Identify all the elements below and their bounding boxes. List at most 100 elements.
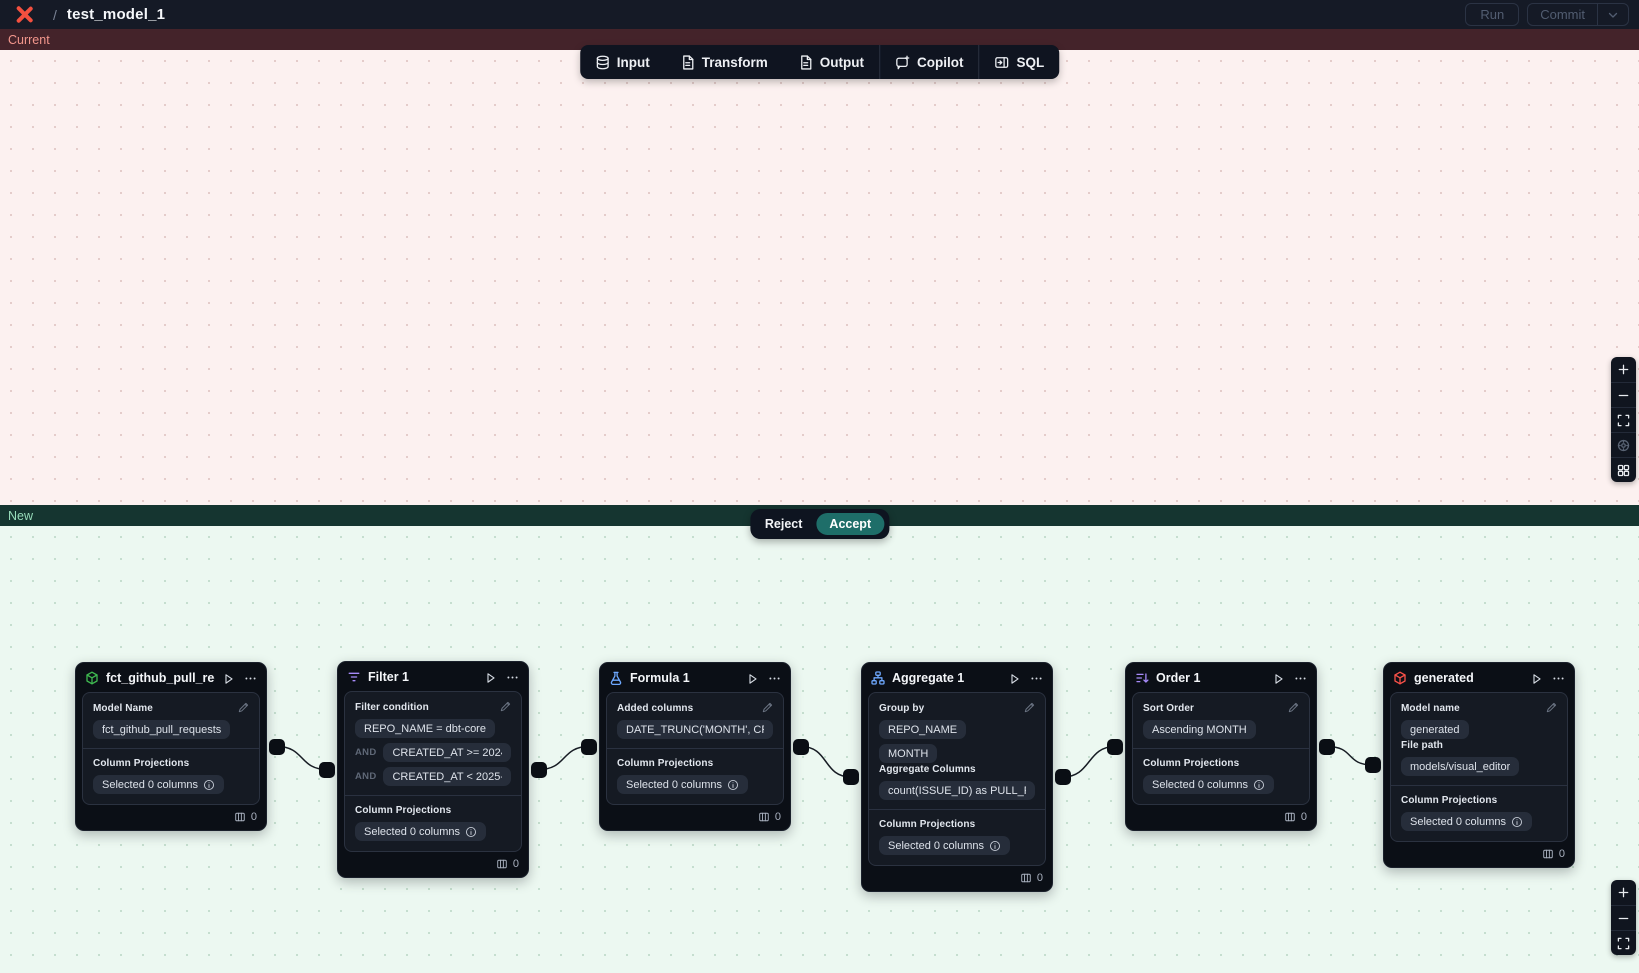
current-canvas[interactable] [0,50,1639,505]
edit-pencil-icon[interactable] [1023,701,1036,717]
input-port[interactable] [843,769,859,785]
node-menu-button[interactable] [1030,672,1043,685]
info-icon[interactable] [465,826,477,838]
edit-pencil-icon[interactable] [1545,701,1558,717]
value-pill[interactable]: REPO_NAME = dbt-core [355,719,495,738]
output-port[interactable] [1055,769,1071,785]
info-icon[interactable] [1511,816,1523,828]
pill-text: CREATED_AT >= 2024-12-01 [392,746,502,759]
toolbar-item-sql[interactable]: SQL [980,45,1060,79]
output-port[interactable] [531,761,547,778]
node-menu-button[interactable] [1294,672,1307,685]
input-port[interactable] [1107,738,1123,755]
value-pill[interactable]: count(ISSUE_ID) as PULL_REQUEST_… [879,781,1035,800]
node-menu-button[interactable] [768,672,781,685]
columns-count: 0 [1558,848,1565,860]
toolbar-item-output[interactable]: Output [783,45,879,79]
value-pill[interactable]: CREATED_AT >= 2024-12-01 [383,743,511,762]
zoom-in-button[interactable] [1611,357,1636,382]
columns-count: 0 [774,811,781,823]
commit-button[interactable]: Commit [1528,4,1597,25]
run-node-button[interactable] [484,671,497,684]
value-pill[interactable]: DATE_TRUNC('MONTH', CREATED_AT… [617,720,773,739]
value-pill[interactable]: Selected 0 columns [1143,775,1274,794]
run-button[interactable]: Run [1465,3,1520,26]
toolbar-item-copilot[interactable]: Copilot [880,45,979,79]
reject-button[interactable]: Reject [755,514,813,534]
edit-pencil-icon[interactable] [499,700,512,716]
node-fct_github_pull_requests[interactable]: fct_github_pull_requestsModel Namefct_gi… [75,662,285,831]
output-port[interactable] [1319,738,1335,755]
condition-prefix: AND [355,747,377,758]
value-pill[interactable]: CREATED_AT < 2025-03-01 [383,767,511,786]
info-icon[interactable] [727,779,739,791]
node-menu-button[interactable] [1552,672,1565,685]
pill-text: CREATED_AT < 2025-03-01 [392,770,502,783]
value-pill[interactable]: fct_github_pull_requests [93,720,231,739]
columns-count-icon [758,811,770,823]
output-port[interactable] [269,738,285,755]
run-node-button[interactable] [746,672,759,685]
pill-text: Ascending MONTH [1152,723,1247,736]
section-label: Aggregate Columns [879,764,976,775]
pill-text: Selected 0 columns [1152,778,1248,791]
value-pill[interactable]: Ascending MONTH [1143,720,1256,739]
value-pill[interactable]: Selected 0 columns [617,775,748,794]
value-pill[interactable]: REPO_NAME [879,720,967,739]
node-header: Order 1 [1126,663,1316,692]
overview-button[interactable] [1611,432,1636,457]
new-canvas[interactable]: fct_github_pull_requestsModel Namefct_gi… [0,526,1639,973]
fit-view-button[interactable] [1611,930,1636,955]
columns-count-icon [1284,811,1296,823]
info-icon[interactable] [989,840,1001,852]
value-pill[interactable]: Selected 0 columns [93,775,224,794]
node-title: Filter 1 [368,670,409,684]
value-pill[interactable]: Selected 0 columns [1401,812,1532,831]
value-pill[interactable]: Selected 0 columns [355,822,486,841]
edit-pencil-icon[interactable] [1287,701,1300,717]
node-menu-button[interactable] [506,671,519,684]
node-title: Order 1 [1156,671,1201,685]
tile-view-button[interactable] [1611,457,1636,482]
app-logo-icon[interactable] [14,4,35,25]
section-label: Column Projections [355,805,452,816]
value-pill[interactable]: models/visual_editor [1401,757,1520,776]
value-pill[interactable]: generated [1401,720,1469,739]
node-menu-button[interactable] [244,672,257,685]
info-icon[interactable] [203,779,215,791]
section-row: Selected 0 columns [617,775,773,794]
input-port[interactable] [581,738,597,755]
edit-pencil-icon[interactable] [761,701,774,717]
value-pill[interactable]: Selected 0 columns [879,836,1010,855]
run-node-button[interactable] [1272,672,1285,685]
run-node-button[interactable] [222,672,235,685]
input-port[interactable] [319,761,335,778]
zoom-in-button[interactable] [1611,880,1636,905]
run-node-button[interactable] [1008,672,1021,685]
value-pill[interactable]: MONTH [879,744,938,763]
run-node-button[interactable] [1530,672,1543,685]
toolbar-item-transform[interactable]: Transform [665,45,783,79]
node-footer: 0 [338,852,528,877]
zoom-out-button[interactable] [1611,382,1636,407]
edit-pencil-icon[interactable] [237,701,250,717]
toolbar-item-input[interactable]: Input [580,45,665,79]
info-icon[interactable] [1253,779,1265,791]
accept-button[interactable]: Accept [816,513,885,535]
zoom-out-button[interactable] [1611,905,1636,930]
output-port[interactable] [793,738,809,755]
input-port[interactable] [1365,757,1381,773]
node-title: generated [1414,671,1474,685]
commit-dropdown-button[interactable] [1597,4,1628,25]
condition-prefix: AND [355,771,377,782]
fit-view-button[interactable] [1611,407,1636,432]
section-row: REPO_NAME = dbt-core [355,719,511,738]
